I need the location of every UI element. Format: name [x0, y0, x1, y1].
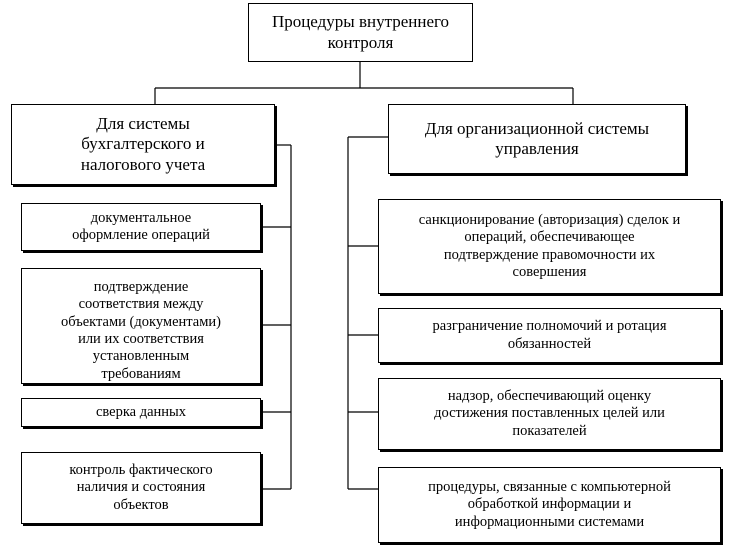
right-item-it-procedures: процедуры, связанные с компьютерной обра… [378, 467, 721, 543]
left-item-conformity: подтверждение соответствия между объекта… [21, 268, 261, 384]
right-item-label: разграничение полномочий и ротация обяза… [432, 318, 667, 352]
left-category-label: Для системы бухгалтерского и налогового … [80, 113, 206, 174]
right-item-label: санкционирование (авторизация) сделок и … [418, 211, 681, 280]
left-item-reconciliation: сверка данных [21, 398, 261, 427]
left-item-documentation: документальное оформление операций [21, 203, 261, 251]
left-item-label: сверка данных [95, 403, 187, 420]
right-category-label: Для организационной системы управления [424, 118, 650, 158]
root-box: Процедуры внутреннего контроля [248, 3, 473, 62]
right-item-supervision: надзор, обеспечивающий оценку достижения… [378, 378, 721, 450]
root-label: Процедуры внутреннего контроля [271, 12, 450, 52]
right-item-label: процедуры, связанные с компьютерной обра… [428, 478, 671, 530]
right-item-label: надзор, обеспечивающий оценку достижения… [434, 387, 665, 439]
right-item-authorization: санкционирование (авторизация) сделок и … [378, 199, 721, 294]
left-item-physical-control: контроль фактического наличия и состояни… [21, 452, 261, 524]
left-item-label: документальное оформление операций [72, 209, 210, 243]
left-item-label: подтверждение соответствия между объекта… [60, 278, 221, 382]
left-item-label: контроль фактического наличия и состояни… [69, 461, 213, 513]
left-category-box: Для системы бухгалтерского и налогового … [11, 104, 275, 185]
right-item-segregation: разграничение полномочий и ротация обяза… [378, 308, 721, 363]
right-category-box: Для организационной системы управления [388, 104, 686, 174]
